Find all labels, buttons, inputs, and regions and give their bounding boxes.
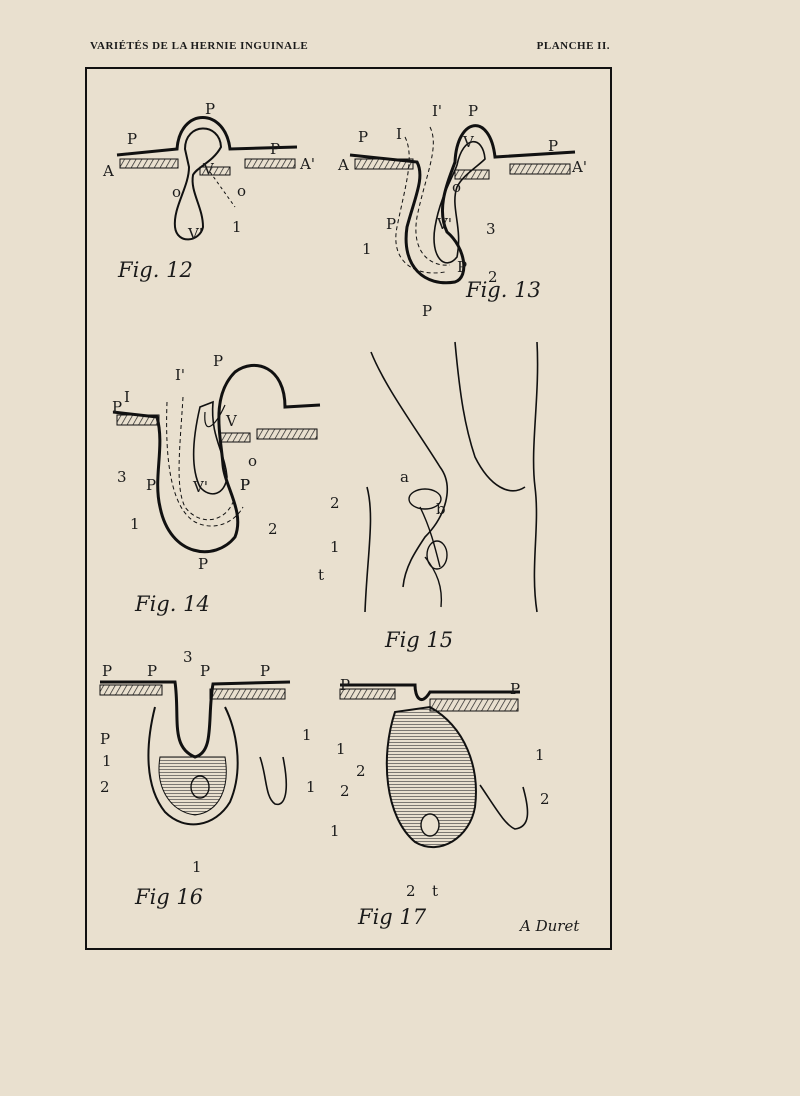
fig12-label: P	[127, 130, 138, 148]
fig13-label: P	[386, 215, 397, 233]
fig12-label: V	[203, 160, 214, 178]
fig16-label: P	[147, 662, 158, 680]
fig13-label: P	[422, 302, 433, 320]
fig13-label: A'	[572, 158, 587, 176]
fig17-label: 2	[356, 762, 366, 780]
fig12-label: o	[172, 183, 182, 201]
fig16-label: 3	[183, 648, 193, 666]
fig12-label: 1	[232, 218, 242, 236]
fig17-label: 2	[540, 790, 550, 808]
fig13-label: A	[338, 156, 349, 174]
fig12-label: P	[205, 100, 216, 118]
fig-14-caption: Fig. 14	[135, 592, 210, 616]
fig14-label: V	[226, 412, 237, 430]
fig14-label: P	[112, 398, 123, 416]
fig16-label: 2	[100, 778, 110, 796]
fig16-label: 1	[102, 752, 112, 770]
fig17-label: P	[340, 676, 351, 694]
fig14-label: I	[124, 388, 130, 406]
fig12-label: P	[270, 140, 281, 158]
fig-15-caption: Fig 15	[385, 628, 454, 652]
fig17-label: t	[432, 882, 439, 900]
fig-17-diagram	[339, 683, 529, 848]
fig14-label: 1	[130, 515, 140, 533]
fig-16-diagram	[99, 680, 291, 826]
fig14-label: o	[248, 452, 258, 470]
fig13-label: 3	[486, 220, 496, 238]
plate-number: PLANCHE II.	[536, 40, 610, 52]
fig-12-caption: Fig. 12	[118, 258, 193, 282]
fig15-label: t	[318, 566, 325, 584]
fig15-label: 2	[330, 494, 340, 512]
fig15-label: 1	[330, 538, 340, 556]
fig17-label: 2	[340, 782, 350, 800]
page-header-title: VARIÉTÉS DE LA HERNIE INGUINALE	[90, 40, 309, 52]
fig14-label: P	[240, 476, 251, 494]
fig16-label: 1	[192, 858, 202, 876]
fig16-label: 1	[302, 726, 312, 744]
fig14-label: I'	[175, 366, 186, 384]
fig12-label: o	[237, 182, 247, 200]
fig13-label: P	[457, 258, 468, 276]
fig-17-caption: Fig 17	[358, 905, 427, 929]
fig12-label: V'	[188, 225, 203, 243]
fig14-label: V'	[193, 478, 208, 496]
fig17-label: 1	[535, 746, 545, 764]
fig-12-diagram	[116, 116, 298, 241]
fig15-label: a	[400, 468, 409, 486]
fig13-label: P	[358, 128, 369, 146]
fig12-label: A'	[300, 155, 315, 173]
artist-signature: A Duret	[520, 917, 580, 935]
fig17-label: P	[510, 680, 521, 698]
fig13-label: I'	[432, 102, 443, 120]
fig17-label: 2	[406, 882, 416, 900]
fig-16-caption: Fig 16	[135, 885, 204, 909]
fig16-label: P	[100, 730, 111, 748]
fig15-label: b	[436, 500, 446, 518]
fig14-label: P	[240, 476, 251, 494]
fig16-label: P	[200, 662, 211, 680]
fig-13-caption: Fig. 13	[466, 278, 541, 302]
fig-15-diagram	[364, 341, 539, 613]
fig13-label: P	[468, 102, 479, 120]
fig14-label: P	[213, 352, 224, 370]
fig16-label: 1	[306, 778, 316, 796]
fig12-label: A	[103, 162, 114, 180]
fig16-label: P	[260, 662, 271, 680]
fig17-label: 1	[336, 740, 346, 758]
fig17-label: 1	[330, 822, 340, 840]
plate-frame	[85, 67, 612, 950]
fig-14-diagram	[112, 363, 321, 554]
fig13-label: V'	[437, 215, 452, 233]
fig16-label: P	[102, 662, 113, 680]
fig13-label: 2	[488, 268, 498, 286]
fig14-label: P	[146, 476, 157, 494]
fig14-label: P	[198, 555, 209, 573]
fig-13-diagram	[349, 124, 576, 285]
fig13-label: o	[452, 178, 462, 196]
fig13-label: P	[548, 137, 559, 155]
fig14-label: 3	[117, 468, 127, 486]
fig13-label: 1	[362, 240, 372, 258]
fig13-label: V	[463, 133, 474, 151]
fig14-label: 2	[268, 520, 278, 538]
fig13-label: I	[396, 125, 402, 143]
